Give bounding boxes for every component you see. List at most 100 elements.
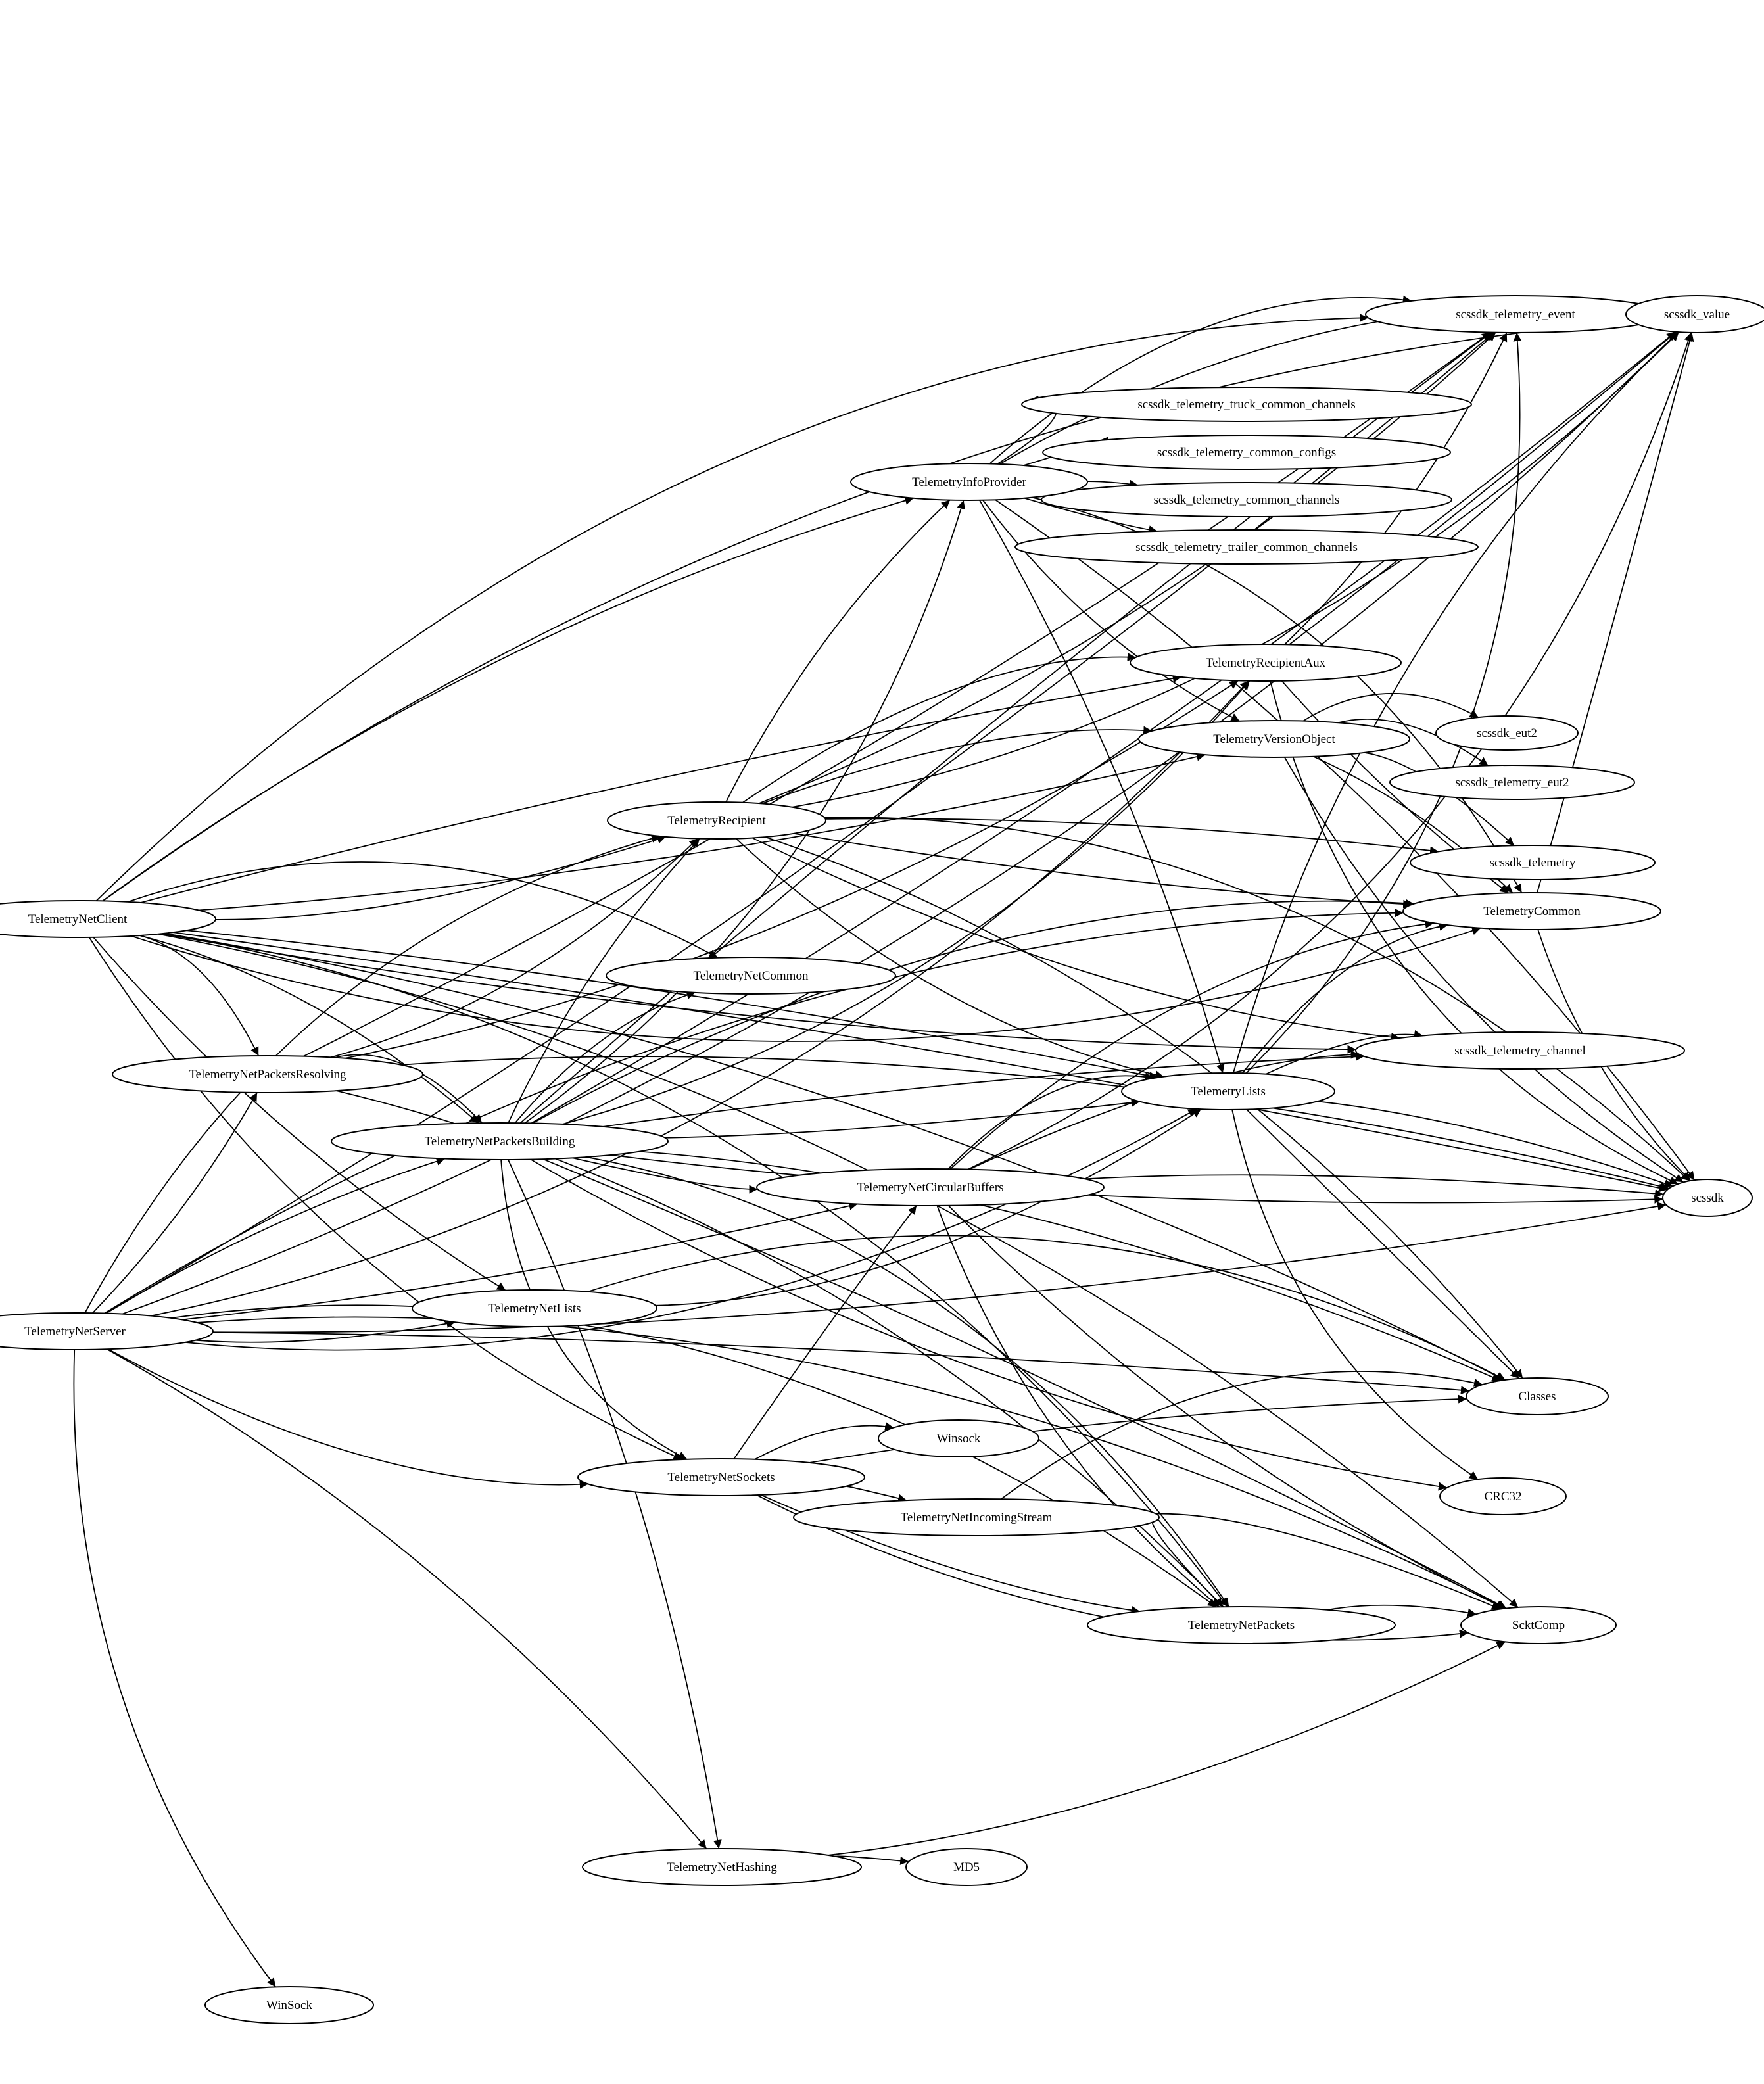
node-label: TelemetryNetHashing xyxy=(667,1860,777,1874)
node-sev: scssdk_telemetry_event xyxy=(1365,295,1666,333)
edge-path xyxy=(163,933,1228,1607)
edge-tip-to-tvo xyxy=(982,500,1240,722)
edge-path xyxy=(197,1316,1506,1609)
node-label: ScktComp xyxy=(1512,1619,1565,1632)
node-label: scssdk_value xyxy=(1664,308,1730,321)
edge-path xyxy=(828,1641,1506,1856)
edge-path xyxy=(160,933,1356,1054)
edge-tncb-to-tl xyxy=(947,1072,1154,1170)
edge-tnc-to-tc xyxy=(130,926,1481,1042)
edge-path xyxy=(93,937,506,1291)
edge-tip-to-tl xyxy=(979,500,1225,1074)
edge-tl-to-sdk xyxy=(1317,1101,1673,1188)
node-ellipse xyxy=(1662,1179,1753,1217)
edge-path xyxy=(139,935,260,1056)
edge-path xyxy=(1231,1109,1479,1480)
node-ellipse xyxy=(878,1419,1039,1457)
edge-tnpb-to-sdk xyxy=(611,1154,1663,1204)
edge-path xyxy=(1289,331,1677,646)
edge-tncb-to-sval xyxy=(967,332,1693,1170)
edge-tnc-to-sev xyxy=(95,314,1368,901)
edge-path xyxy=(825,818,1439,855)
edge-path xyxy=(586,1156,1229,1607)
edge-path xyxy=(102,496,914,902)
edge-tnpb-to-tncm xyxy=(514,991,696,1124)
edge-path xyxy=(572,1157,758,1194)
edge-tnpb-to-tc xyxy=(532,899,1414,1124)
node-label: TelemetryNetCircularBuffers xyxy=(857,1181,1003,1195)
edge-tnc-to-tnpb xyxy=(139,935,479,1124)
node-tr: TelemetryRecipient xyxy=(607,801,826,840)
edge-path xyxy=(212,1331,1469,1395)
edge-path xyxy=(949,920,1434,1170)
node-label: TelemetryNetLists xyxy=(488,1302,581,1315)
edge-path xyxy=(1155,1513,1501,1610)
edge-tnc-to-sdk xyxy=(173,932,1668,1193)
node-label: TelemetryNetPacketsBuilding xyxy=(425,1135,575,1149)
edge-path xyxy=(1151,1514,1224,1607)
edge-path xyxy=(725,499,951,803)
edge-tnsk-to-wsk xyxy=(754,1422,894,1460)
edge-tvo-to-seut xyxy=(1302,692,1479,722)
node-label: TelemetryNetIncomingStream xyxy=(901,1511,1053,1525)
edge-tra-to-sval xyxy=(1289,331,1677,646)
edge-tnpb-to-crc xyxy=(530,1158,1448,1491)
edge-tr-to-stel xyxy=(825,818,1439,855)
node-label: WinSock xyxy=(266,1999,312,2012)
node-ellipse xyxy=(1130,644,1402,682)
edge-tnpb-to-tnsk xyxy=(500,1159,688,1460)
edge-path xyxy=(73,1349,276,1987)
edge-path xyxy=(1024,497,1158,534)
edge-path xyxy=(1085,1174,1664,1198)
edge-tnpr-to-tra xyxy=(345,680,1239,1059)
edge-tnc-to-tra xyxy=(140,674,1181,903)
edge-tns-to-tra xyxy=(150,680,1249,1317)
edge-tnpb-to-cls xyxy=(639,1150,1501,1381)
edge-path xyxy=(1317,1101,1673,1188)
node-label: scssdk xyxy=(1691,1191,1724,1205)
edge-path xyxy=(947,1072,1154,1170)
edge-tnl-to-tl xyxy=(655,1108,1202,1306)
edge-path xyxy=(1246,1108,1520,1379)
edge-tr-to-tra xyxy=(742,652,1136,803)
node-scch: scssdk_telemetry_common_channels xyxy=(1041,482,1452,517)
edge-path xyxy=(139,935,479,1124)
edge-path xyxy=(1537,332,1694,893)
edge-layer xyxy=(73,295,1696,1987)
edge-path xyxy=(532,899,1414,1124)
edge-tncb-to-sdk xyxy=(1085,1174,1664,1198)
edge-tnc-to-stch xyxy=(160,933,1356,1054)
node-ellipse xyxy=(1087,1606,1396,1644)
edge-path xyxy=(562,680,1251,1125)
node-tnpb: TelemetryNetPacketsBuilding xyxy=(331,1122,669,1160)
node-ellipse xyxy=(1410,845,1656,880)
edge-path xyxy=(1087,479,1139,488)
node-ellipse xyxy=(1014,529,1479,565)
edge-tns-to-tnsk xyxy=(107,1348,588,1489)
edge-path xyxy=(500,1159,688,1460)
node-ellipse xyxy=(756,1168,1105,1206)
edge-tns-to-tnpr xyxy=(92,1092,258,1314)
edge-path xyxy=(1270,680,1679,1185)
edge-path xyxy=(401,1056,1669,1191)
node-label: TelemetryRecipient xyxy=(667,814,766,828)
edge-path xyxy=(665,1098,1140,1139)
node-ellipse xyxy=(1625,295,1764,333)
edge-tl-to-cls xyxy=(1246,1108,1520,1379)
node-label: MD5 xyxy=(953,1860,980,1874)
edge-tra-to-sdk xyxy=(1270,680,1679,1185)
node-sdk: scssdk xyxy=(1662,1179,1753,1217)
node-stlc: scssdk_telemetry_trailer_common_channels xyxy=(1014,529,1479,565)
node-steut: scssdk_telemetry_eut2 xyxy=(1389,765,1635,800)
node-label: scssdk_eut2 xyxy=(1477,726,1537,740)
node-ellipse xyxy=(331,1122,669,1160)
node-label: scssdk_telemetry_common_channels xyxy=(1154,493,1340,507)
node-label: scssdk_telemetry xyxy=(1490,856,1576,870)
edge-tl-to-stch xyxy=(1265,1030,1423,1075)
edge-path xyxy=(655,1108,1202,1306)
node-label: scssdk_telemetry_event xyxy=(1456,308,1575,321)
node-ellipse xyxy=(905,1848,1028,1886)
edge-tl-to-tc xyxy=(1241,922,1448,1074)
node-scfg: scssdk_telemetry_common_configs xyxy=(1042,435,1451,470)
edge-path xyxy=(508,838,700,1124)
